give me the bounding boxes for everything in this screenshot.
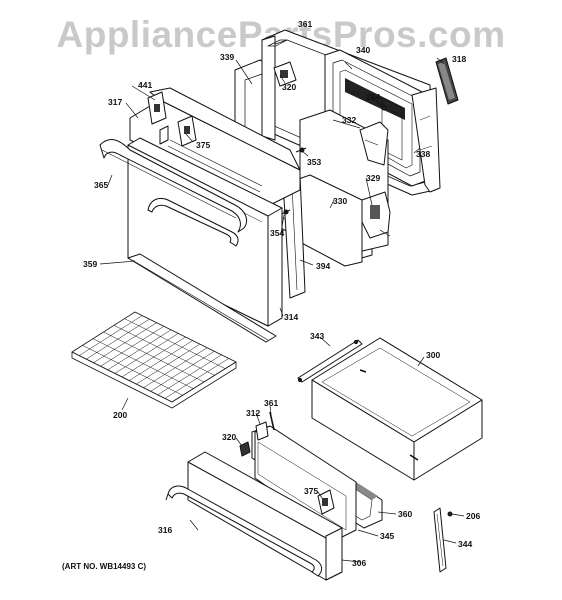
callout-441: 441 xyxy=(138,80,153,90)
callout-312: 312 xyxy=(246,408,261,418)
callout-330: 330 xyxy=(333,196,348,206)
rack-crossbar xyxy=(82,345,183,396)
screws xyxy=(281,105,387,215)
callout-375-top: 375 xyxy=(196,140,211,150)
hinge-clip-320-top xyxy=(273,61,297,87)
drawer-clips xyxy=(239,411,335,515)
drawer-slide-343 xyxy=(297,339,363,383)
callout-360: 360 xyxy=(398,509,413,519)
callout-332: 332 xyxy=(342,115,357,125)
leader-lines xyxy=(99,57,465,563)
callout-300: 300 xyxy=(426,350,441,360)
drawer-handle-316 xyxy=(165,485,323,577)
side-trim-344 xyxy=(433,507,453,573)
drawer-front-306 xyxy=(187,451,343,581)
rack-crossbar xyxy=(92,338,194,389)
callout-353: 353 xyxy=(307,157,322,167)
rack-crossbar xyxy=(113,325,215,376)
callout-318: 318 xyxy=(452,54,467,64)
callout-329: 329 xyxy=(366,173,381,183)
art-number: (ART NO. WB14493 C) xyxy=(62,562,147,571)
drawer-body-300 xyxy=(311,337,483,481)
bracket-375 xyxy=(177,115,197,147)
callout-200: 200 xyxy=(113,410,128,420)
callout-361-bottom: 361 xyxy=(264,398,279,408)
callout-320-top: 320 xyxy=(282,82,297,92)
door-face-handle xyxy=(147,197,239,247)
hinge-rail-359 xyxy=(127,253,277,343)
callout-316: 316 xyxy=(158,525,173,535)
callout-344: 344 xyxy=(458,539,473,549)
callout-206: 206 xyxy=(466,511,481,521)
hinge-329 xyxy=(361,191,391,239)
callout-365: 365 xyxy=(94,180,109,190)
callout-317: 317 xyxy=(108,97,123,107)
callout-306: 306 xyxy=(352,558,367,568)
callout-375-bottom: 375 xyxy=(304,486,319,496)
callout-204: 204 xyxy=(366,92,381,102)
callout-345: 345 xyxy=(380,531,395,541)
rack-crossbar xyxy=(103,331,205,383)
callout-361-top: 361 xyxy=(298,19,313,29)
oven-rack-200 xyxy=(71,311,237,409)
callout-340: 340 xyxy=(356,45,371,55)
callout-343: 343 xyxy=(310,331,325,341)
callout-394: 394 xyxy=(316,261,331,271)
callout-314: 314 xyxy=(284,312,299,322)
callout-354: 354 xyxy=(270,228,285,238)
callout-339: 339 xyxy=(220,52,235,62)
oven-door-314 xyxy=(127,137,283,327)
callout-320-bottom: 320 xyxy=(222,432,237,442)
rack-crossbar xyxy=(124,318,226,369)
door-handle-365 xyxy=(99,139,248,233)
callout-359: 359 xyxy=(83,259,98,269)
trim-318 xyxy=(435,57,459,105)
callout-338: 338 xyxy=(416,149,431,159)
